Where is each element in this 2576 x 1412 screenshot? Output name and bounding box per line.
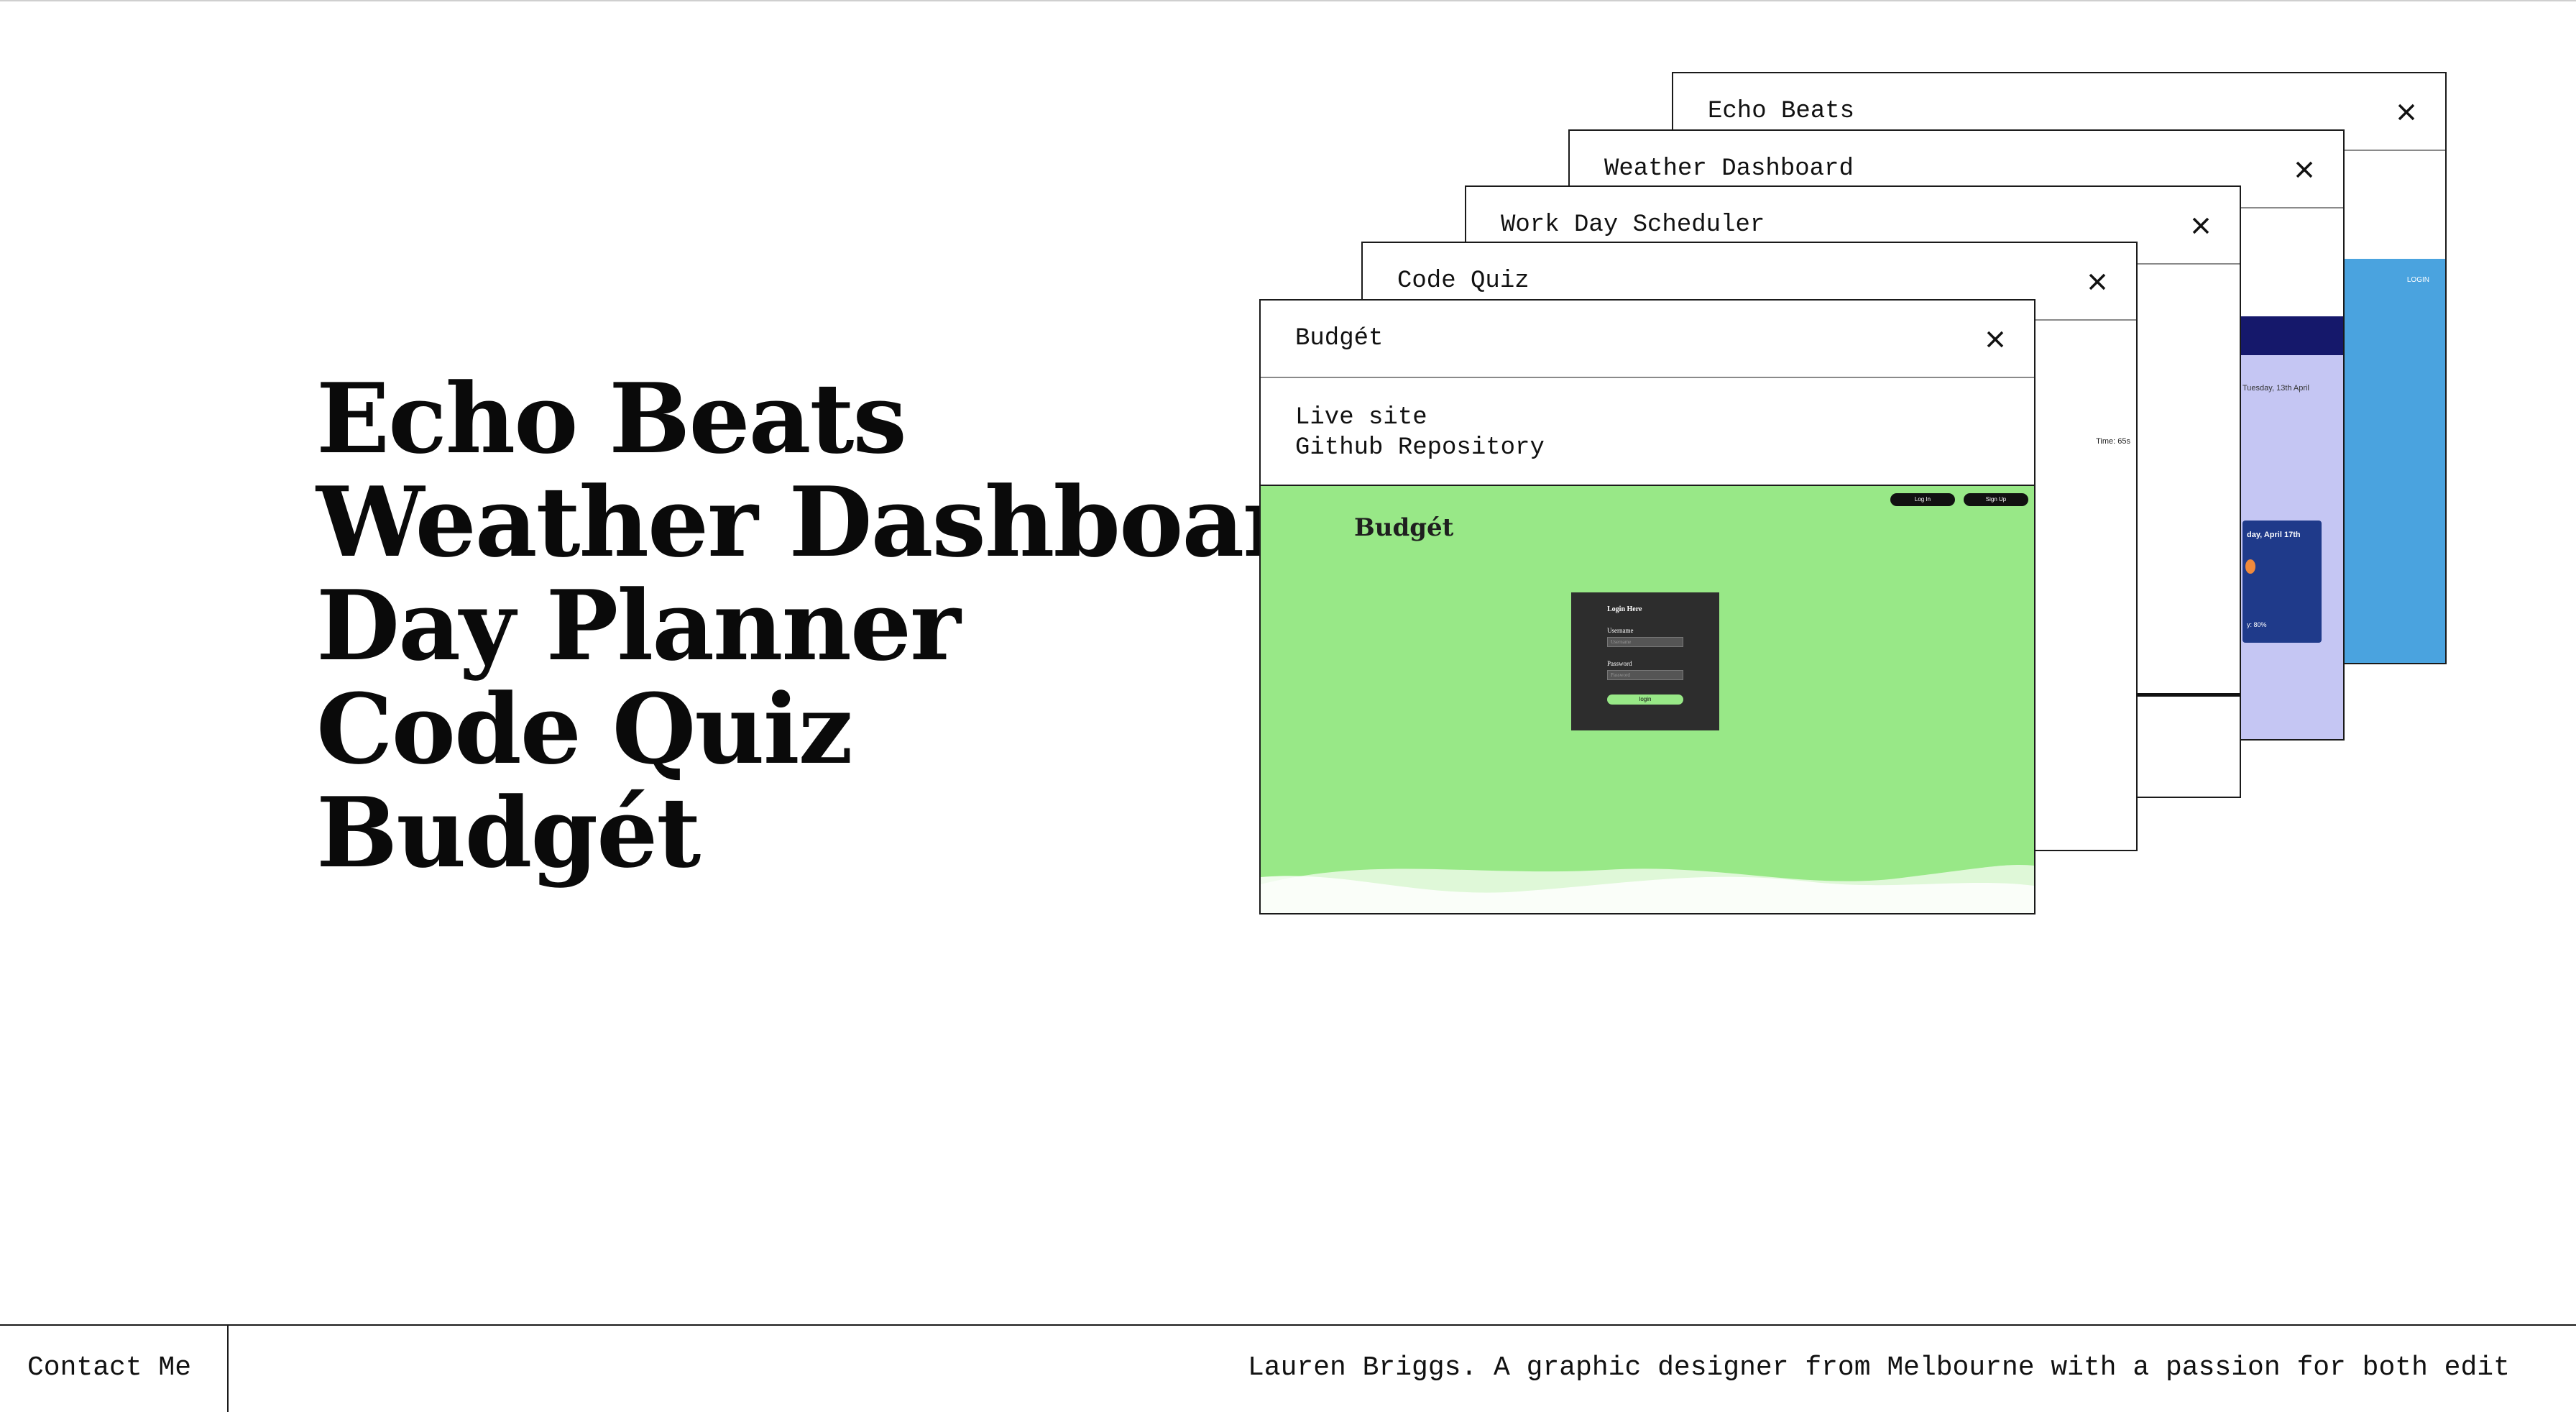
- preview-date: Tuesday, 13th April: [2242, 384, 2309, 393]
- close-icon[interactable]: [1982, 326, 2008, 352]
- project-link-day-planner[interactable]: Day Planner: [316, 569, 961, 682]
- close-icon[interactable]: [2084, 269, 2110, 295]
- window-title: Echo Beats: [1708, 98, 1855, 125]
- preview-login-button: Log In: [1890, 493, 1955, 506]
- window-title: Weather Dashboard: [1604, 155, 1854, 183]
- username-label: Username: [1607, 627, 1634, 634]
- window-title: Code Quiz: [1397, 267, 1530, 295]
- preview-logo: Budgét: [1354, 513, 1454, 542]
- window-title: Work Day Scheduler: [1501, 211, 1765, 239]
- window-preview[interactable]: Budgét Log In Sign Up Login Here Usernam…: [1261, 486, 2034, 913]
- footer: Contact Me Lauren Briggs. A graphic desi…: [0, 1324, 2576, 1412]
- username-field: Username: [1607, 637, 1683, 647]
- project-link-weather-dashboard[interactable]: Weather Dashboard: [316, 465, 1360, 579]
- password-label: Password: [1607, 660, 1632, 667]
- preview-wave: [1261, 864, 2034, 913]
- preview-login-form: Login Here Username Username Password Pa…: [1571, 592, 1719, 730]
- github-repository-link[interactable]: Github Repository: [1295, 434, 1545, 462]
- window-title: Budgét: [1295, 325, 1384, 352]
- footer-tagline: Lauren Briggs. A graphic designer from M…: [1248, 1352, 2510, 1383]
- sun-icon: [2245, 559, 2255, 574]
- window-links: Live site Github Repository: [1261, 378, 2034, 486]
- window-preview: Time: 65s: [1363, 428, 2136, 850]
- window-budget: Budgét Live site Github Repository Budgé…: [1259, 299, 2036, 914]
- form-submit-button: login: [1607, 694, 1683, 705]
- project-link-budget[interactable]: Budgét: [316, 776, 701, 889]
- forecast-card-humidity: y: 80%: [2247, 621, 2267, 628]
- preview-login-link: LOGIN: [2406, 276, 2429, 284]
- top-rule: [0, 0, 2576, 1]
- close-icon[interactable]: [2291, 157, 2317, 183]
- live-site-link[interactable]: Live site: [1295, 404, 1427, 431]
- quiz-timer: Time: 65s: [2096, 437, 2130, 446]
- close-icon[interactable]: [2393, 99, 2419, 125]
- preview-forecast-card: day, April 17th y: 80%: [2242, 521, 2322, 643]
- project-link-echo-beats[interactable]: Echo Beats: [316, 362, 907, 475]
- password-field: Password: [1607, 670, 1683, 680]
- window-titlebar: Budgét: [1261, 301, 2034, 378]
- project-list: Echo Beats Weather Dashboard Day Planner…: [316, 362, 1360, 889]
- close-icon[interactable]: [2188, 213, 2214, 239]
- preview-signup-button: Sign Up: [1964, 493, 2028, 506]
- form-title: Login Here: [1607, 605, 1642, 613]
- project-link-code-quiz[interactable]: Code Quiz: [316, 672, 853, 786]
- forecast-card-title: day, April 17th: [2247, 531, 2301, 539]
- contact-me-button[interactable]: Contact Me: [0, 1326, 229, 1412]
